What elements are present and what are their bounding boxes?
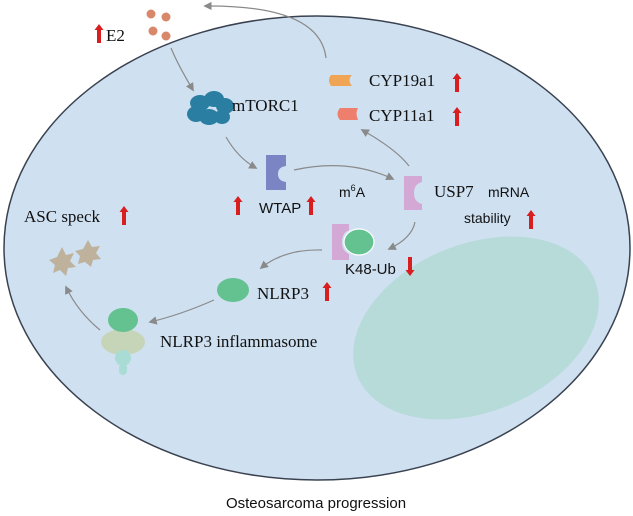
usp7-bound-shape: [332, 224, 349, 260]
e2-up-arrow: [94, 24, 104, 43]
nlrp3-label: NLRP3: [257, 284, 309, 303]
asc-speck-shapes: [49, 240, 101, 276]
wtap-shape: [266, 155, 286, 190]
nucleus: [353, 236, 599, 420]
diagram-caption: Osteosarcoma progression: [226, 495, 406, 512]
cyp11a1-label: CYP11a1: [369, 106, 435, 125]
cyp11a1-up-arrow: [452, 107, 462, 126]
e2-molecules: [146, 9, 171, 41]
wtap-label: WTAP: [259, 200, 301, 217]
usp7-label: USP7: [434, 182, 474, 201]
usp7-shape: [404, 176, 422, 210]
mtorc1-complex: [187, 91, 234, 125]
wtap-right-up-arrow: [306, 196, 316, 215]
stability-up-arrow: [526, 210, 536, 229]
nlrp3-bound: [343, 228, 375, 256]
m6a-label: m6A: [339, 183, 366, 200]
inflammasome-label: NLRP3 inflammasome: [160, 332, 317, 351]
inflammasome-complex: [101, 308, 145, 375]
mrna-label: mRNA: [488, 184, 530, 200]
mtorc1-label: mTORC1: [232, 96, 299, 115]
asc-speck-up-arrow: [119, 206, 129, 225]
nlrp3-shape: [217, 278, 249, 302]
cyp19a1-label: CYP19a1: [369, 71, 435, 90]
cyp11a1-shape: [337, 108, 358, 120]
asc-speck-label: ASC speck: [24, 207, 101, 226]
nlrp3-up-arrow: [322, 282, 332, 301]
wtap-left-up-arrow: [233, 196, 243, 215]
k48ub-down-arrow: [405, 257, 415, 276]
k48ub-label: K48-Ub: [345, 261, 396, 278]
cyp19a1-shape: [329, 75, 352, 86]
cyp19a1-up-arrow: [452, 73, 462, 92]
stability-label: stability: [464, 210, 511, 226]
e2-label: E2: [106, 26, 125, 45]
pathway-arrows: [65, 1, 416, 331]
